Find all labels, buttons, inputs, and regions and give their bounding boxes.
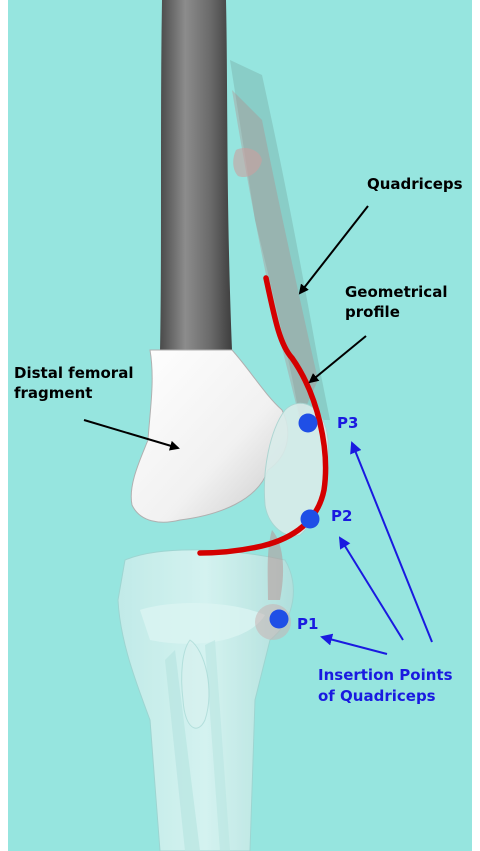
label-profile: profile	[345, 303, 400, 321]
label-p2: P2	[331, 507, 352, 525]
label-distal-femoral: Distal femoral	[14, 364, 133, 382]
femoral-shaft	[160, 0, 232, 352]
insertion-point-p1	[270, 610, 289, 629]
label-of-quadriceps: of Quadriceps	[318, 687, 436, 705]
label-p1: P1	[297, 615, 318, 633]
label-insertion-points: Insertion Points	[318, 666, 453, 684]
label-fragment: fragment	[14, 384, 92, 402]
label-p3: P3	[337, 414, 358, 432]
insertion-point-p3	[299, 414, 318, 433]
label-geometrical: Geometrical	[345, 283, 447, 301]
label-quadriceps: Quadriceps	[367, 175, 463, 193]
insertion-point-p2	[301, 510, 320, 529]
